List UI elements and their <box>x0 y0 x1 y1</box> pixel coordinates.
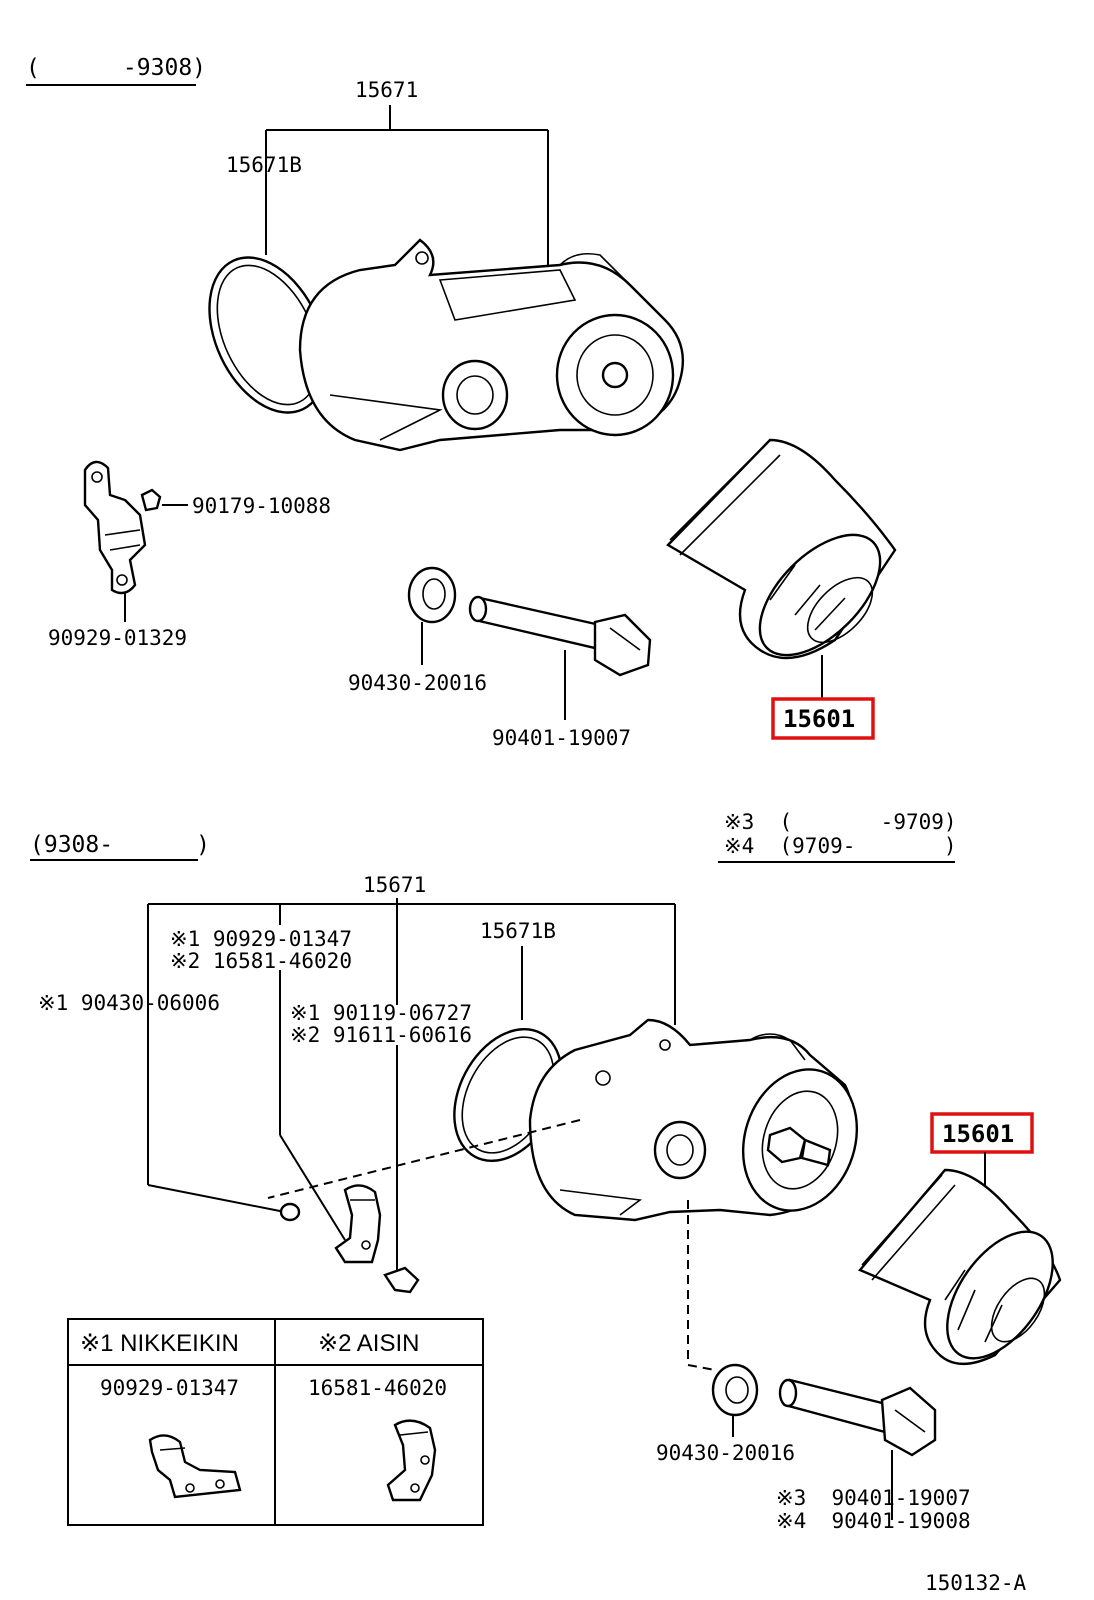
top-oil-filter-label: 15601 <box>783 705 855 733</box>
top-range-label: ( -9308) <box>26 55 206 81</box>
top-bracket-bolt-label: 90179-10088 <box>192 494 331 518</box>
table-bracket-aisin <box>386 1419 437 1502</box>
top-union-bolt-label: 90401-19007 <box>492 726 631 750</box>
top-gasket-label: 15671B <box>226 153 302 177</box>
table-col1-header: ※1 NIKKEIKIN <box>80 1330 239 1357</box>
bottom-washer-label: 90430-20016 <box>656 1441 795 1465</box>
top-housing-leader <box>265 105 549 270</box>
note-line-1: ※3 ( -9709) <box>724 810 957 834</box>
top-bracket-label: 90929-01329 <box>48 626 187 650</box>
bottom-housing-leader <box>147 898 676 1270</box>
bottom-housing-label: 15671 <box>363 873 426 897</box>
note-line-2: ※4 (9709- ) <box>724 834 957 858</box>
bottom-union-bolt <box>778 1378 937 1457</box>
table-col2-part: 16581-46020 <box>308 1376 447 1400</box>
variant-table <box>67 1318 484 1526</box>
bottom-bolt-b-label-1: ※1 90119-06727 <box>290 1001 472 1025</box>
top-union-bolt <box>468 595 652 677</box>
bottom-bolt-a-dashline <box>267 1119 581 1199</box>
top-oil-filter <box>666 438 897 660</box>
bottom-bolt-b-label-2: ※2 91611-60616 <box>290 1023 472 1047</box>
bottom-bracket <box>334 1184 382 1264</box>
bottom-washer <box>711 1363 759 1417</box>
bottom-range-label: (9308- ) <box>30 832 210 858</box>
top-washer-label: 90430-20016 <box>348 671 487 695</box>
top-oil-filter-highlight <box>771 697 875 740</box>
table-bracket-nikkeikin <box>148 1434 242 1499</box>
bottom-bolt-a-label: ※1 90430-06006 <box>38 991 220 1015</box>
bottom-bracket-label-1: ※1 90929-01347 <box>170 927 352 951</box>
top-washer <box>407 566 457 624</box>
bottom-union-bolt-label-2: ※4 90401-19008 <box>776 1509 971 1533</box>
bottom-oil-filter <box>858 1168 1062 1366</box>
bottom-oil-filter-highlight <box>930 1112 1034 1154</box>
bottom-washer-dashline <box>687 1200 716 1371</box>
bottom-bolt-b <box>383 1266 420 1294</box>
top-housing-label: 15671 <box>355 78 418 102</box>
bottom-gasket-label: 15671B <box>480 919 556 943</box>
figure-id: 150132-A <box>925 1571 1027 1595</box>
top-oil-filter-housing <box>298 238 684 452</box>
top-bracket <box>83 460 147 595</box>
bottom-oil-filter-housing <box>528 1018 859 1222</box>
bottom-bolt-a <box>279 1202 301 1222</box>
table-col1-part: 90929-01347 <box>100 1376 239 1400</box>
bottom-union-bolt-label-1: ※3 90401-19007 <box>776 1486 971 1510</box>
top-bracket-bolt <box>140 488 162 512</box>
bottom-bracket-label-2: ※2 16581-46020 <box>170 949 352 973</box>
table-col2-header: ※2 AISIN <box>318 1330 419 1357</box>
bottom-oil-filter-label: 15601 <box>942 1120 1014 1148</box>
